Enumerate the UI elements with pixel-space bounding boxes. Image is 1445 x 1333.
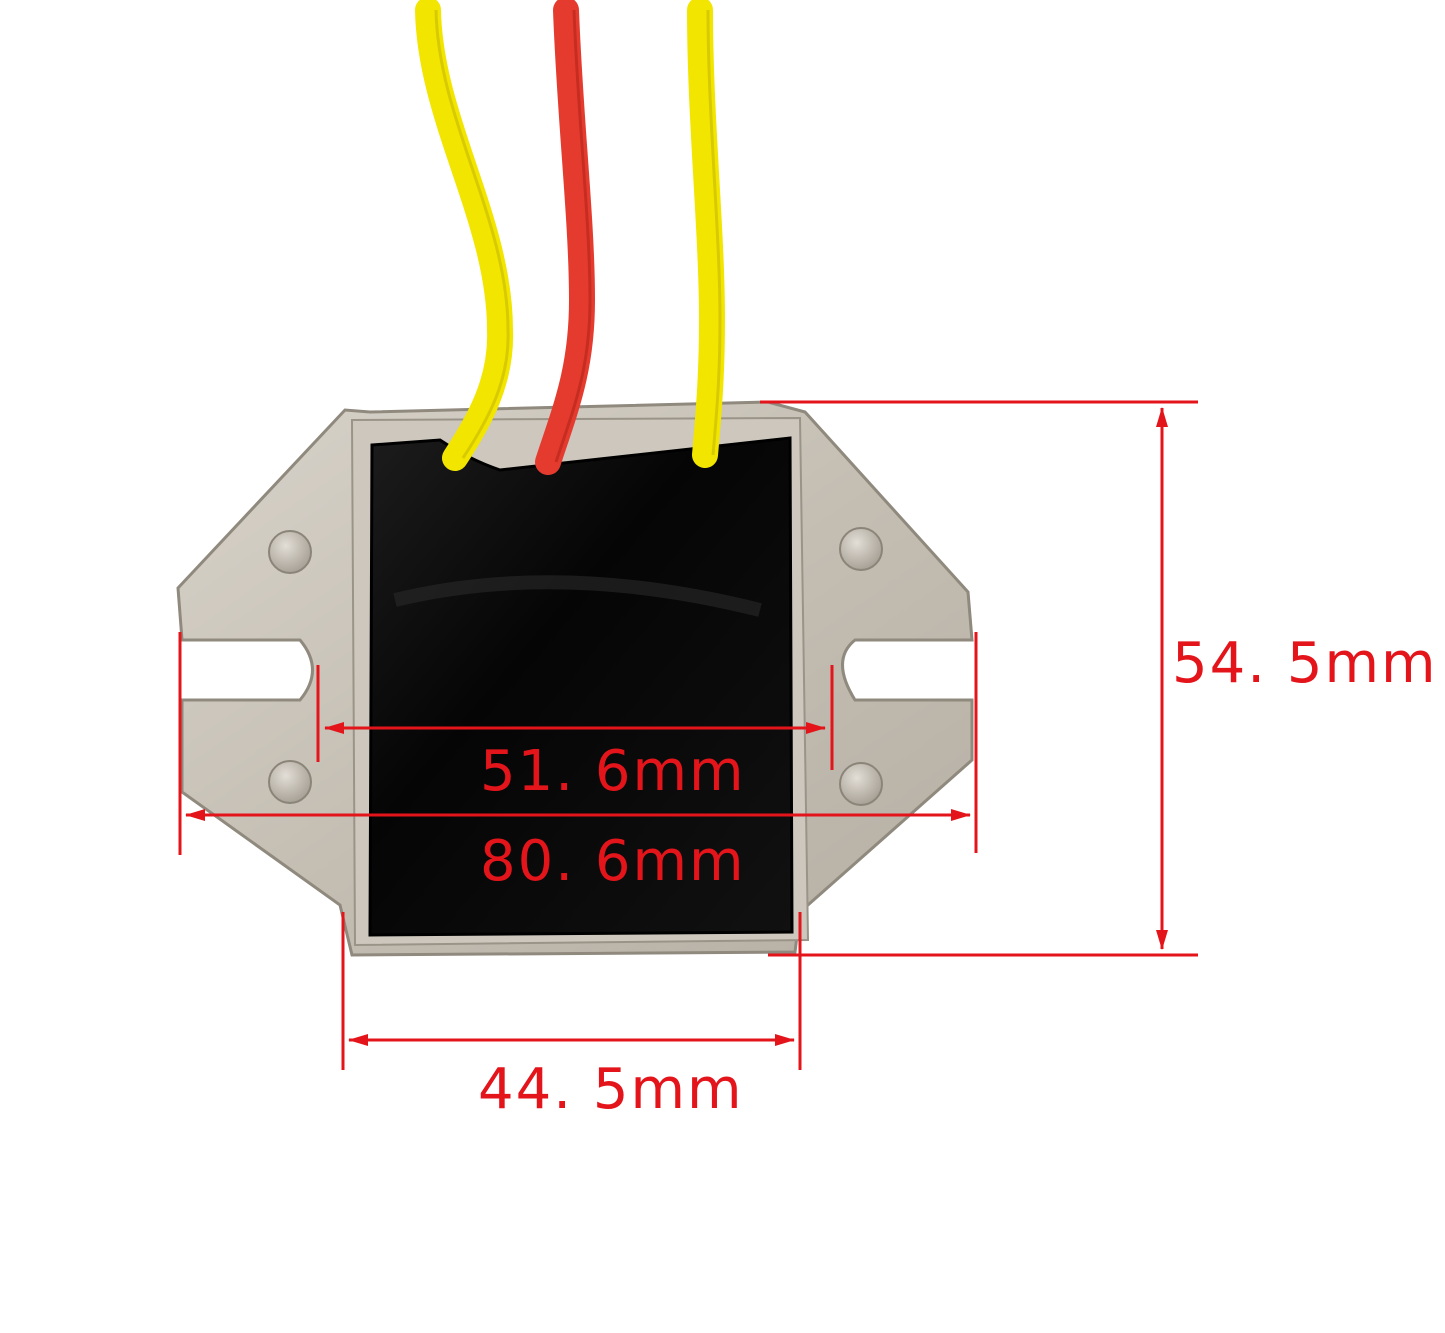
body-width-label: 44. 5mm bbox=[478, 1057, 744, 1122]
bolt-icon bbox=[268, 530, 312, 574]
overall-width-label: 80. 6mm bbox=[480, 829, 746, 894]
wires bbox=[415, 0, 726, 475]
yellow-wire-right bbox=[687, 0, 726, 468]
bolt-icon bbox=[268, 760, 312, 804]
inner-width-label: 51. 6mm bbox=[480, 739, 746, 804]
bolt-icon bbox=[839, 762, 883, 806]
dimension-annotations bbox=[178, 400, 1198, 1070]
bolt-icon bbox=[839, 527, 883, 571]
height-label: 54. 5mm bbox=[1172, 631, 1438, 696]
yellow-wire-left bbox=[415, 0, 514, 471]
red-wire bbox=[535, 0, 596, 475]
